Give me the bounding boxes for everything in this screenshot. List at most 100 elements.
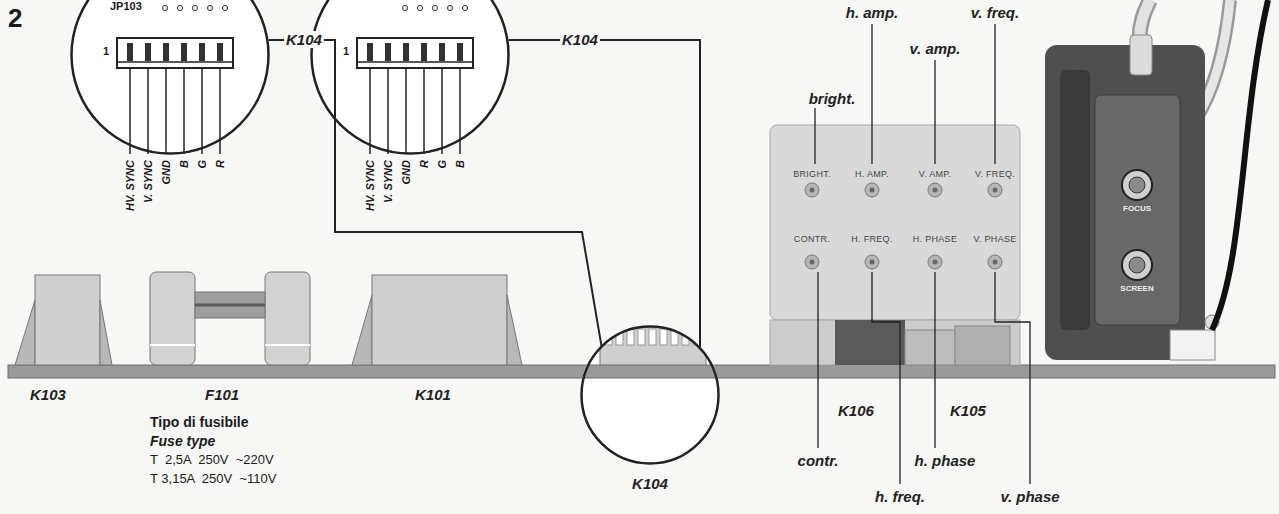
pin xyxy=(367,43,373,61)
part-label: H. FREQ. xyxy=(851,234,892,244)
trimmer xyxy=(928,183,942,197)
circle-outline xyxy=(70,0,270,155)
connector-k106 xyxy=(835,320,905,365)
part-label: V. PHASE xyxy=(973,234,1016,244)
pin xyxy=(385,43,391,61)
part-label: BRIGHT. xyxy=(793,169,831,179)
pin-label: B xyxy=(453,160,467,260)
part-name: K103 xyxy=(30,386,66,403)
pin xyxy=(163,43,169,61)
circle-outline xyxy=(580,325,720,465)
pin-label: GND xyxy=(159,160,173,260)
trimmer-slot xyxy=(870,188,875,193)
pin-wire xyxy=(387,68,389,154)
callout: v. amp. xyxy=(910,40,961,57)
pin-wire xyxy=(423,68,425,154)
pin xyxy=(127,43,133,61)
circle-outline xyxy=(312,0,509,154)
pin-wire xyxy=(369,68,371,154)
pin xyxy=(181,43,187,61)
pin xyxy=(421,43,427,61)
slot xyxy=(638,329,645,345)
trimmer xyxy=(928,255,942,269)
callout: h. freq. xyxy=(875,488,925,505)
pin-label: G xyxy=(195,160,209,260)
leader-connector xyxy=(269,40,602,347)
zoom-circle: JP1031HV. SYNCV. SYNCGNDBGR xyxy=(70,0,270,155)
trimmer-slot xyxy=(933,188,938,193)
pin-wire xyxy=(165,68,167,154)
pin-label: B xyxy=(177,160,191,260)
trimmer-slot xyxy=(993,260,998,265)
slot xyxy=(649,329,656,345)
pin-number: 1 xyxy=(103,45,109,58)
circle-outline xyxy=(72,0,269,154)
part-name: F101 xyxy=(205,386,239,403)
trimmer xyxy=(865,183,879,197)
trimmer xyxy=(805,183,819,197)
part-label: FOCUS xyxy=(1123,204,1151,213)
trimmer-slot xyxy=(933,260,938,265)
pin xyxy=(199,43,205,61)
control-board: BRIGHT.H. AMP.V. AMP.V. FREQ.CONTR.H. FR… xyxy=(770,125,1020,320)
part-label: SCREEN xyxy=(1120,284,1153,293)
trimmer xyxy=(865,255,879,269)
pin-number: JP103 xyxy=(110,0,142,13)
pin-wire xyxy=(129,68,131,154)
pin-label: V. SYNC xyxy=(141,160,155,260)
pin xyxy=(145,43,151,61)
flyback-transformer: FOCUS SCREEN xyxy=(1045,40,1205,360)
connector-jp103 xyxy=(117,6,233,69)
control-board xyxy=(770,125,1020,320)
board-base xyxy=(770,320,1020,365)
pcb xyxy=(8,365,1275,378)
zoom-circle: K104 xyxy=(580,325,720,465)
trimmers xyxy=(805,183,1002,269)
note: Fuse type xyxy=(150,433,215,449)
circle-outline xyxy=(310,0,510,155)
trimmer xyxy=(988,183,1002,197)
part-name: K105 xyxy=(950,402,986,419)
connector-k105 xyxy=(955,326,1010,365)
pin-wire xyxy=(201,68,203,154)
pin-label: G xyxy=(435,160,449,260)
flyback-transformer xyxy=(1045,0,1268,360)
callout: bright. xyxy=(809,90,856,107)
connector xyxy=(905,330,955,365)
part-name: K106 xyxy=(838,402,874,419)
zoom-ground xyxy=(310,0,510,155)
trimmer-slot xyxy=(993,188,998,193)
connector-jp103 xyxy=(357,6,473,69)
note: Tipo di fusibile xyxy=(150,414,249,430)
pin xyxy=(439,43,445,61)
part-label: H. AMP. xyxy=(855,169,889,179)
callout: h. amp. xyxy=(846,4,899,21)
pin-label: R xyxy=(213,160,227,260)
pin-label: HV. SYNC xyxy=(363,160,377,260)
pin-label: R xyxy=(417,160,431,260)
pin-wire xyxy=(405,68,407,154)
pin-label: HV. SYNC xyxy=(123,160,137,260)
callout: contr. xyxy=(798,452,839,469)
pin-wire xyxy=(183,68,185,154)
slot xyxy=(660,329,667,345)
part-name: K101 xyxy=(415,386,451,403)
trimmer-slot xyxy=(810,188,815,193)
part-label: H. PHASE xyxy=(913,234,957,244)
zoom-circle: 1HV. SYNCV. SYNCGNDRGB xyxy=(310,0,510,155)
callout: v. freq. xyxy=(971,4,1019,21)
note: T 2,5A 250V ~220V xyxy=(150,453,274,468)
trimmer xyxy=(988,255,1002,269)
trimmer-slot xyxy=(810,260,815,265)
connector-k103 xyxy=(15,275,112,365)
part-label: CONTR. xyxy=(794,234,830,244)
connector-k101 xyxy=(352,275,522,365)
note: T 3,15A 250V ~110V xyxy=(150,472,276,487)
trimmer-slot xyxy=(870,260,875,265)
callout: h. phase xyxy=(915,452,976,469)
edge-label: K104 xyxy=(560,31,600,48)
connector-pins xyxy=(127,43,463,154)
callout: v. phase xyxy=(1000,488,1059,505)
part-label: V. AMP. xyxy=(919,169,952,179)
